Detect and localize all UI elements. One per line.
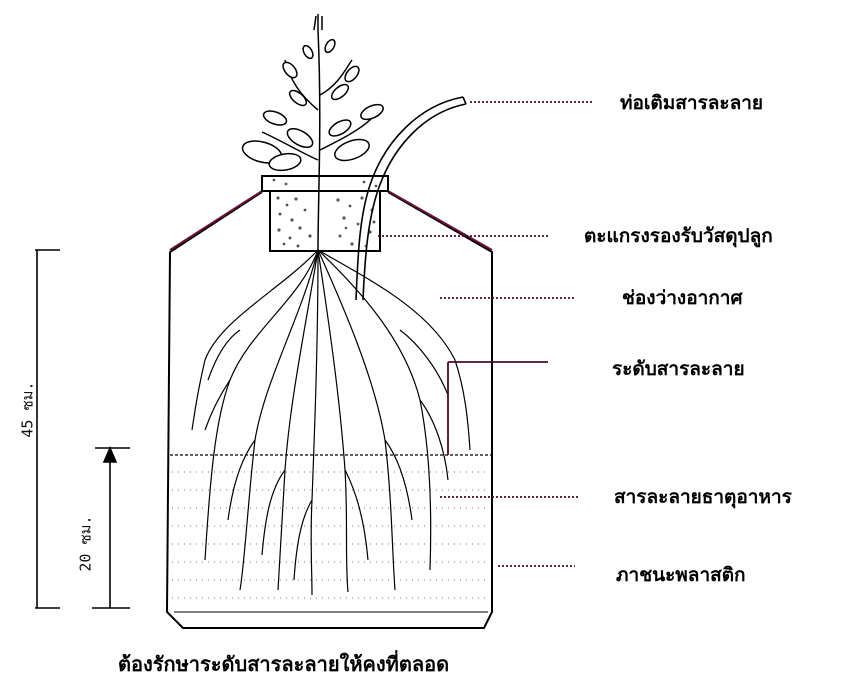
caption: ต้องรักษาระดับสารละลายให้คงที่ตลอด <box>118 654 449 674</box>
nutrient-solution <box>170 455 492 612</box>
nutrient-solution-label: สารละลายธาตุอาหาร <box>614 488 792 507</box>
roots <box>192 250 470 595</box>
solution-height-label: 20 ซม. <box>79 514 94 574</box>
total-height-label: 45 ซม. <box>21 380 36 440</box>
leader-lines <box>378 102 592 566</box>
air-space-label: ช่องว่างอากาศ <box>622 289 743 308</box>
feed-pipe-label: ท่อเติมสารละลาย <box>620 94 763 113</box>
net-pot-label: ตะแกรงรองรับวัสดุปลูก <box>584 227 773 246</box>
solution-level-label: ระดับสารละลาย <box>612 360 745 379</box>
plastic-container-label: ภาชนะพลาสติก <box>616 566 746 585</box>
